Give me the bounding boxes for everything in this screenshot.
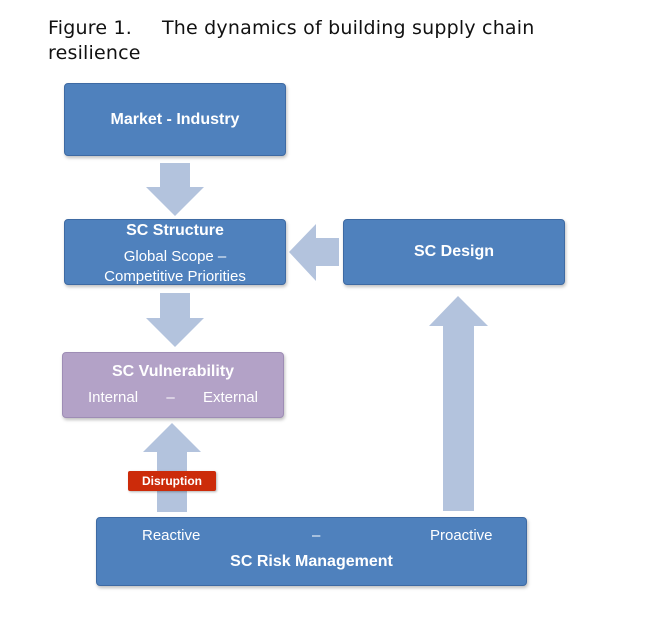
box-sc-structure-title: SC Structure: [126, 222, 224, 239]
figure-number: Figure 1.: [48, 17, 132, 39]
disruption-badge: Disruption: [128, 471, 216, 491]
box-market-industry: Market - Industry: [64, 83, 286, 156]
arrow-design-to-structure: [289, 224, 339, 281]
box-sc-structure-line2: Competitive Priorities: [104, 268, 246, 285]
arrow-risk-to-vulnerability: [143, 423, 201, 512]
risk-proactive: Proactive: [430, 527, 493, 544]
vulnerability-internal: Internal: [88, 389, 139, 406]
arrow-market-to-structure: [146, 163, 204, 216]
box-sc-risk-management: Reactive – Proactive SC Risk Management: [96, 517, 527, 586]
figure-caption: Figure 1.The dynamics of building supply…: [48, 16, 608, 66]
figure-title: The dynamics of building supply chain re…: [48, 17, 535, 64]
box-sc-vulnerability-title: SC Vulnerability: [111, 363, 235, 380]
arrow-structure-to-vulnerability: [146, 293, 204, 347]
arrow-risk-to-design: [429, 296, 488, 511]
vulnerability-external: External: [202, 389, 258, 406]
box-sc-vulnerability-pair: Internal – External: [88, 388, 258, 408]
box-sc-vulnerability: SC Vulnerability Internal – External: [62, 352, 284, 418]
risk-management-row: Reactive – Proactive: [97, 526, 526, 556]
box-sc-structure-line1: Global Scope –: [123, 248, 227, 265]
box-sc-design-title: SC Design: [413, 243, 494, 260]
box-sc-risk-management-title: SC Risk Management: [230, 553, 393, 570]
vulnerability-dash: –: [166, 389, 175, 406]
box-sc-design: SC Design: [343, 219, 565, 285]
box-market-industry-title: Market - Industry: [110, 110, 240, 128]
box-sc-structure: SC Structure Global Scope – Competitive …: [64, 219, 286, 285]
risk-reactive: Reactive: [142, 527, 201, 544]
risk-dash: –: [312, 527, 321, 544]
